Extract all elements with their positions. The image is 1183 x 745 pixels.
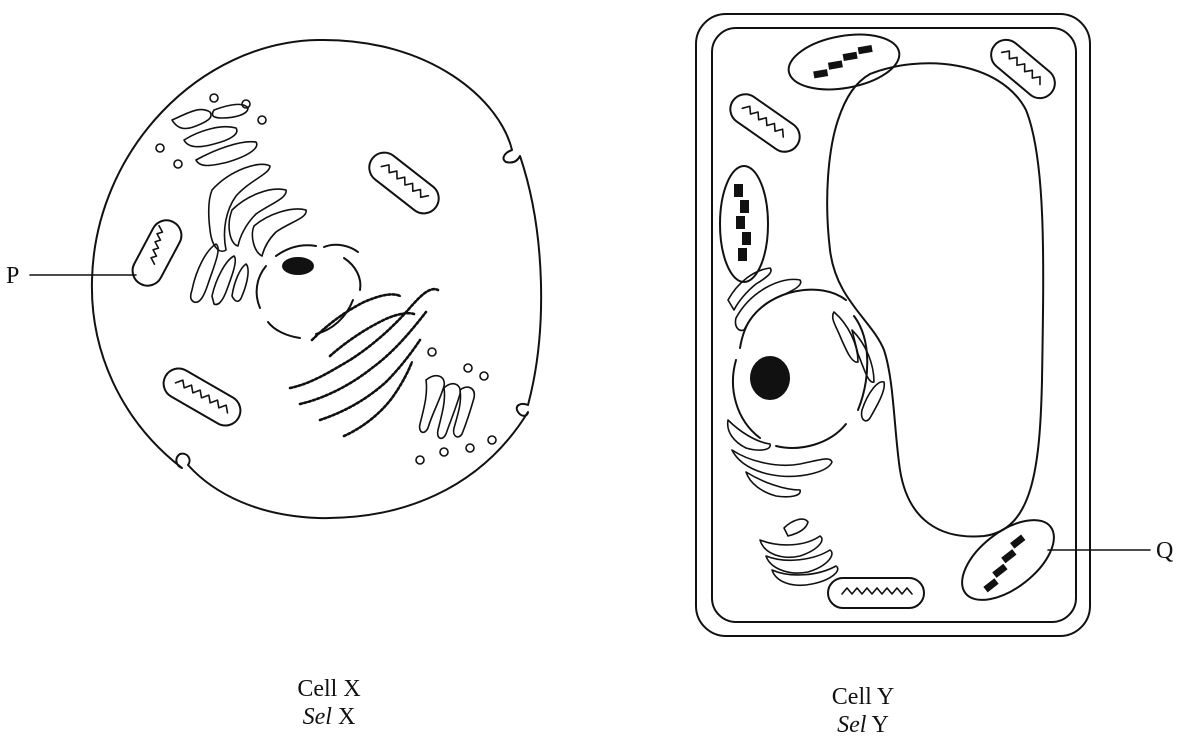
- cell-y-nucleolus: [750, 356, 790, 400]
- label-q: Q: [1048, 538, 1173, 564]
- cell-x-mitochondrion-1: [127, 215, 186, 291]
- cell-x-nucleolus: [282, 257, 314, 275]
- cell-y-cell-wall: [696, 14, 1090, 636]
- cell-y-chloroplast-top: [784, 27, 903, 98]
- cell-x-rough-er: [290, 289, 438, 436]
- cell-x-mitochondrion-3: [158, 363, 246, 431]
- cell-y: Q: [696, 14, 1173, 636]
- cell-x-golgi: [156, 94, 266, 168]
- caption-cell-y-english: Cell Y: [763, 683, 963, 711]
- label-p-text: P: [6, 263, 19, 289]
- caption-cell-y-malay: Sel Y: [763, 711, 963, 739]
- label-q-text: Q: [1156, 538, 1173, 564]
- caption-cell-y-malay-letter: Y: [872, 712, 889, 738]
- caption-cell-x-malay-word: Sel: [303, 704, 332, 730]
- cell-y-mitochondrion-1: [724, 88, 805, 157]
- cell-x-nucleus: [257, 245, 361, 338]
- caption-cell-y: Cell Y Sel Y: [763, 683, 963, 739]
- cell-y-mitochondrion-2: [985, 34, 1061, 105]
- cell-y-golgi: [760, 519, 838, 585]
- cell-x-vesicles: [416, 348, 496, 464]
- cell-x-smooth-er: [191, 164, 306, 304]
- cell-y-vacuole: [827, 63, 1043, 536]
- cell-y-mitochondrion-3: [828, 578, 924, 608]
- cell-y-chloroplast-q: [948, 505, 1068, 616]
- cell-y-chloroplast-left: [720, 166, 768, 282]
- cell-x: P: [6, 40, 541, 518]
- cell-y-nucleus: [733, 290, 867, 448]
- caption-cell-x: Cell X Sel X: [229, 675, 429, 731]
- caption-cell-x-english: Cell X: [229, 675, 429, 703]
- caption-cell-x-malay: Sel X: [229, 703, 429, 731]
- caption-cell-y-malay-word: Sel: [837, 712, 866, 738]
- cell-x-mitochondrion-2: [363, 147, 445, 220]
- caption-cell-x-malay-letter: X: [338, 704, 355, 730]
- label-p: P: [6, 263, 136, 289]
